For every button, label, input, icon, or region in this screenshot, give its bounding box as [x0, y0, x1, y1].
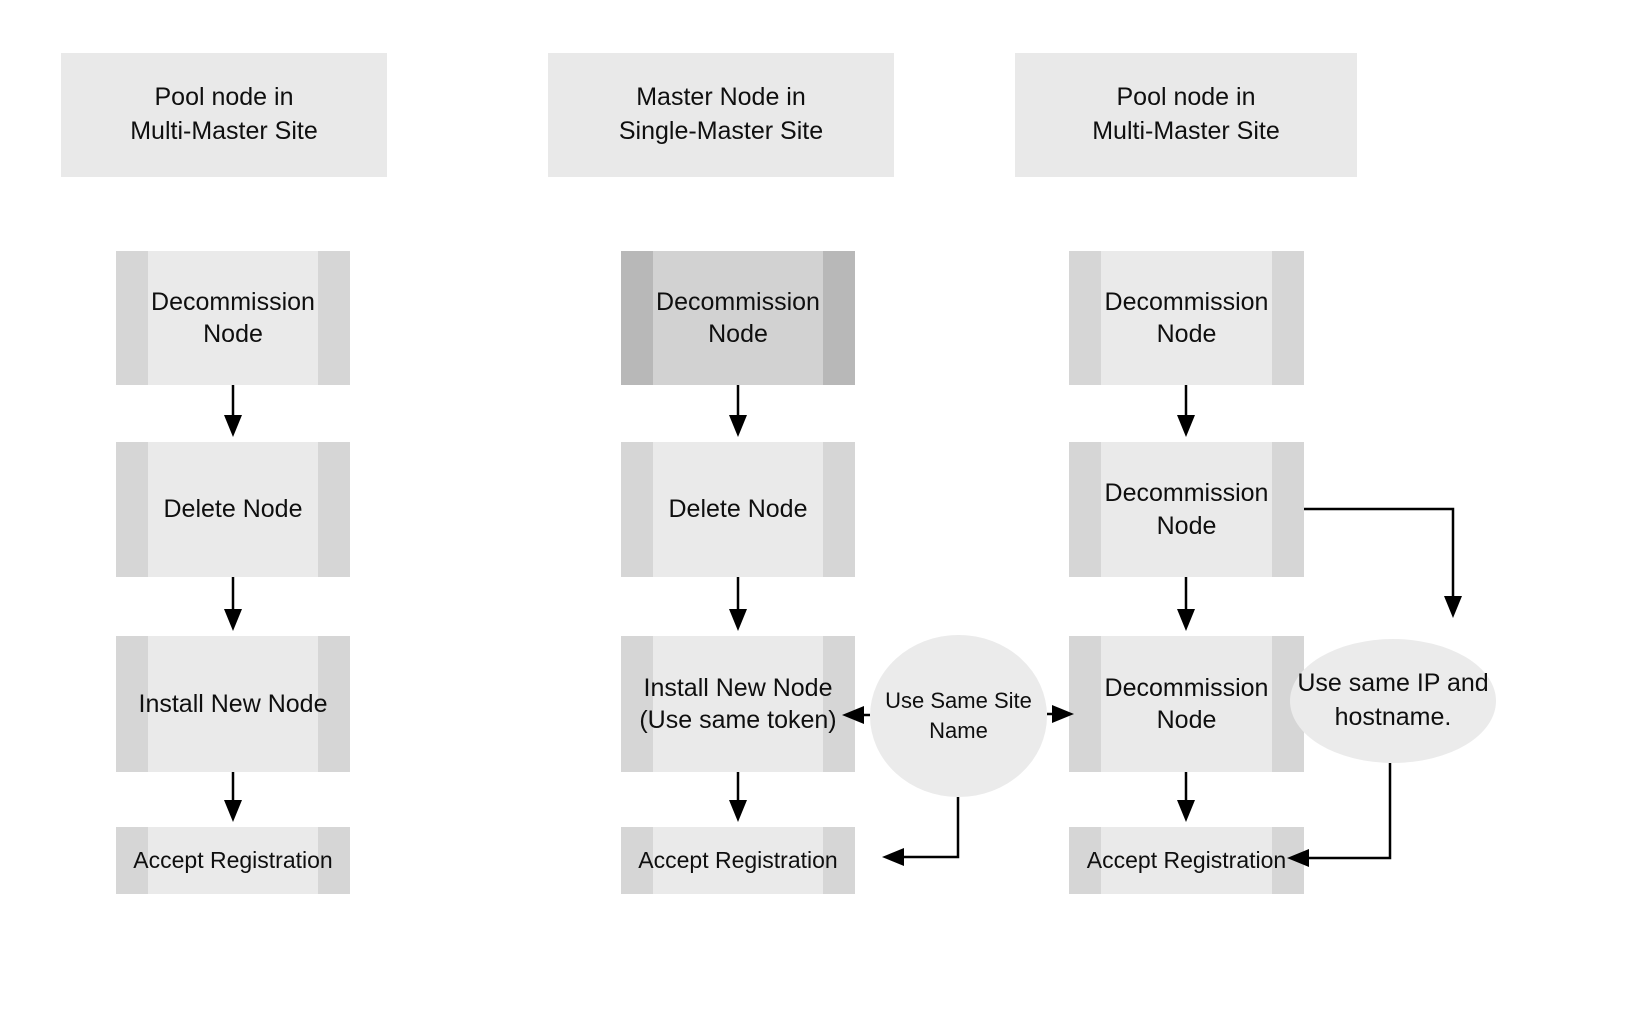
col2-step2-delete-node: Delete Node	[621, 442, 855, 577]
box-stripe-right	[1272, 251, 1304, 385]
arrowhead-down-icon	[224, 415, 242, 437]
col2-step1-decommission-node: Decommission Node	[621, 251, 855, 385]
step-label: Install New Node	[138, 689, 328, 718]
box-stripe-left	[116, 251, 148, 385]
box-stripe-right	[823, 251, 855, 385]
col3-step1-decommission-node: Decommission Node	[1069, 251, 1304, 385]
arrowhead-down-icon	[729, 415, 747, 437]
arrow-circle-to-col2-accept-registration	[904, 797, 960, 859]
step-label: Decommission Node	[151, 287, 315, 349]
header-pool-node-multi-master-right: Pool node in Multi-Master Site	[1015, 53, 1357, 177]
step-label: Decommission Node	[1104, 673, 1269, 735]
step-label: Decommission Node	[1104, 287, 1269, 349]
box-stripe-left	[1069, 827, 1101, 894]
box-stripe-left	[621, 251, 653, 385]
arrowhead-left-icon	[882, 848, 904, 866]
arrowhead-down-icon	[224, 800, 242, 822]
step-label: Decommission Node	[1104, 479, 1269, 540]
col1-step3-install-new-node: Install New Node	[116, 636, 350, 772]
step-label: Accept Registration	[133, 846, 333, 873]
box-stripe-right	[318, 827, 350, 894]
box-stripe-left	[1069, 636, 1101, 772]
note-ellipse-use-same-ip-hostname: Use same IP and hostname.	[1290, 639, 1496, 763]
step-label: Delete Node	[668, 495, 808, 524]
step-label: Accept Registration	[1086, 846, 1287, 873]
col1-step2-delete-node: Delete Node	[116, 442, 350, 577]
box-stripe-left	[1069, 442, 1101, 577]
note-label: Use same IP and hostname.	[1297, 669, 1489, 731]
box-stripe-right	[823, 827, 855, 894]
arrow-col3-step2-to-ellipse	[1304, 507, 1455, 596]
box-stripe-right	[823, 442, 855, 577]
arrow-ellipse-to-col3-accept-registration	[1309, 763, 1392, 860]
step-label: Accept Registration	[638, 846, 838, 873]
box-stripe-right	[318, 636, 350, 772]
col3-step2-decommission-node: Decommission Node	[1069, 442, 1304, 577]
step-label: Install New Node (Use same token)	[639, 673, 837, 735]
box-stripe-left	[116, 442, 148, 577]
box-stripe-left	[621, 827, 653, 894]
step-label: Delete Node	[163, 495, 303, 524]
box-stripe-right	[318, 442, 350, 577]
col2-step4-accept-registration: Accept Registration	[621, 827, 855, 894]
col3-step3-decommission-node: Decommission Node	[1069, 636, 1304, 772]
col3-step4-accept-registration: Accept Registration	[1069, 827, 1304, 894]
box-stripe-left	[1069, 251, 1101, 385]
col1-step1-decommission-node: Decommission Node	[116, 251, 350, 385]
note-label: Use Same Site Name	[885, 688, 1032, 743]
arrowhead-down-icon	[1177, 609, 1195, 631]
step-label: Decommission Node	[656, 287, 820, 349]
box-stripe-right	[823, 636, 855, 772]
box-stripe-right	[1272, 442, 1304, 577]
arrowhead-down-icon	[1444, 596, 1462, 618]
arrowhead-down-icon	[1177, 415, 1195, 437]
arrowhead-down-icon	[224, 609, 242, 631]
col2-step3-install-new-node-same-token: Install New Node (Use same token)	[621, 636, 855, 772]
box-stripe-right	[318, 251, 350, 385]
box-stripe-left	[621, 636, 653, 772]
arrowhead-down-icon	[729, 609, 747, 631]
box-stripe-left	[621, 442, 653, 577]
box-stripe-left	[116, 636, 148, 772]
arrowhead-down-icon	[1177, 800, 1195, 822]
header-pool-node-multi-master-left: Pool node in Multi-Master Site	[61, 53, 387, 177]
col1-step4-accept-registration: Accept Registration	[116, 827, 350, 894]
arrowhead-down-icon	[729, 800, 747, 822]
header-master-node-single-master: Master Node in Single-Master Site	[548, 53, 894, 177]
box-stripe-left	[116, 827, 148, 894]
note-circle-use-same-site-name: Use Same Site Name	[870, 635, 1047, 797]
